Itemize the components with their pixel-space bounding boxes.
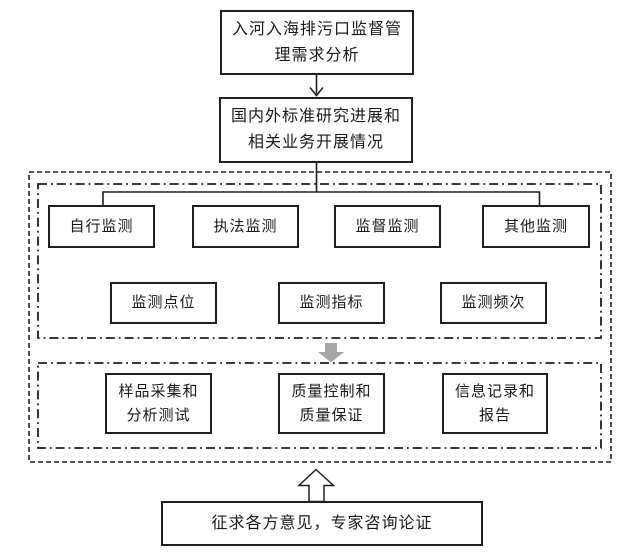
box-demand-analysis: 入河入海排污口监督管 理需求分析 (220, 10, 414, 75)
box-quality-control: 质量控制和 质量保证 (278, 373, 385, 434)
arrowhead-down-icon (309, 86, 324, 97)
box-other-monitoring: 其他监测 (482, 205, 590, 248)
box-quality-control-line1: 质量控制和 (291, 383, 372, 400)
box-other-monitoring-label: 其他监测 (503, 218, 568, 235)
inner-frame-quality (37, 362, 602, 449)
box-standards-research-line2: 相关业务开展情况 (247, 134, 384, 151)
box-sample-collection: 样品采集和 分析测试 (105, 373, 212, 434)
box-sample-collection-line2: 分析测试 (126, 407, 191, 424)
box-information-recording-line1: 信息记录和 (454, 383, 535, 400)
box-monitoring-frequency-label: 监测频次 (461, 295, 526, 311)
gray-down-arrow-icon (318, 343, 344, 363)
box-enforcement-monitoring-label: 执法监测 (213, 218, 278, 235)
box-self-monitoring-label: 自行监测 (69, 218, 134, 235)
box-standards-research: 国内外标准研究进展和 相关业务开展情况 (219, 97, 413, 163)
box-consultation-label: 征求各方意见，专家咨询论证 (211, 514, 433, 532)
box-supervision-monitoring: 监督监测 (334, 205, 441, 248)
box-monitoring-indicators: 监测指标 (278, 282, 385, 324)
box-monitoring-points-label: 监测点位 (131, 295, 196, 311)
outer-dashed-frame (28, 171, 612, 463)
box-consultation: 征求各方意见，专家咨询论证 (161, 501, 483, 546)
box-monitoring-points: 监测点位 (110, 282, 217, 324)
box-self-monitoring: 自行监测 (48, 205, 155, 248)
hollow-up-arrow-icon (297, 468, 336, 503)
box-supervision-monitoring-label: 监督监测 (355, 218, 420, 235)
box-information-recording: 信息记录和 报告 (442, 373, 548, 434)
box-quality-control-line2: 质量保证 (299, 407, 364, 424)
connector-bus (102, 191, 541, 205)
box-enforcement-monitoring: 执法监测 (192, 205, 299, 248)
box-demand-analysis-line1: 入河入海排污口监督管 (231, 20, 402, 38)
box-standards-research-line1: 国内外标准研究进展和 (230, 108, 401, 126)
inner-frame-monitoring (37, 183, 602, 339)
box-information-recording-line2: 报告 (478, 407, 511, 424)
box-monitoring-frequency: 监测频次 (440, 282, 547, 324)
box-monitoring-indicators-label: 监测指标 (299, 295, 364, 311)
box-sample-collection-line1: 样品采集和 (118, 383, 199, 400)
box-demand-analysis-line2: 理需求分析 (274, 46, 360, 64)
